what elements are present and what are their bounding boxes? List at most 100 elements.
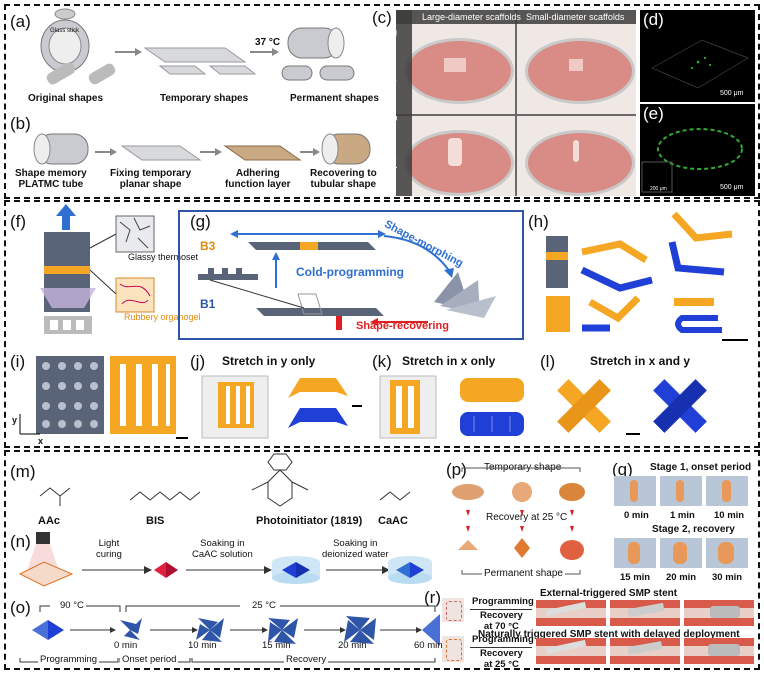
o-90-label: 90 °C [60, 600, 84, 611]
o-programming-label: Programming [38, 654, 100, 665]
panel-f-diagram [40, 204, 155, 334]
panel-o-label: (o) [10, 598, 31, 617]
panel-r-label: (r) [424, 588, 441, 607]
e-inset-scale-label: 200 μm [650, 186, 667, 192]
g-b3-label: B3 [200, 239, 216, 253]
panel-k-diagram [379, 375, 524, 439]
q-photo-5 [660, 538, 702, 568]
panel-i-label: (i) [10, 352, 26, 371]
panel-i-diagram [19, 356, 188, 439]
panel-a-label: (a) [10, 12, 31, 31]
panel-g-diagram [198, 230, 496, 330]
r-photo-6 [684, 638, 754, 664]
o-time-10: 10 min [188, 640, 217, 651]
r-nat-title: Naturally triggered SMP stent with delay… [478, 629, 740, 640]
g-recover-label: Shape-recovering [356, 320, 449, 332]
b-step3-label: Adhering function layer [225, 168, 291, 190]
o-recovery-label: Recovery [284, 654, 329, 665]
panel-l-diagram [557, 379, 707, 435]
o-time-15: 15 min [262, 640, 291, 651]
b-step4-label: Recovering to tubular shape [310, 168, 377, 190]
panel-k-label: (k) [372, 352, 392, 371]
g-b1-label: B1 [200, 297, 216, 311]
q-time-10: 10 min [714, 510, 745, 521]
r-stent-2 [442, 636, 464, 662]
panel-a-diagram [40, 8, 355, 85]
panel-n-label: (n) [10, 532, 31, 551]
q-photo-1 [614, 476, 656, 506]
panel-q-label: (q) [612, 460, 633, 479]
f-rubbery-label: Rubbery organogel [124, 312, 201, 322]
panel-b-diagram [33, 133, 371, 165]
q-photo-6 [706, 538, 748, 568]
r-ext-title: External-triggered SMP stent [540, 588, 678, 599]
k-title: Stretch in x only [402, 354, 496, 368]
r-photo-3 [684, 600, 754, 626]
m-caac-label: CaAC [378, 515, 408, 527]
panel-e-image [640, 104, 755, 196]
o-time-20: 20 min [338, 640, 367, 651]
l-title: Stretch in x and y [590, 354, 691, 368]
c-row2-label: Permanent shape [388, 115, 399, 187]
panel-c-label: (c) [372, 8, 392, 27]
c-row1-label: Temporary shape [387, 30, 398, 100]
c-photo-tr [517, 10, 636, 114]
c-photo-tl [396, 10, 515, 114]
r-photo-2 [610, 600, 680, 626]
q-stage1-label: Stage 1, onset period [650, 462, 752, 473]
r-photo-1 [536, 600, 606, 626]
o-25-label: 25 °C [252, 600, 276, 611]
p-recovery-label: Recovery at 25 °C [486, 512, 568, 523]
n-soak2-label: Soaking in deionized water [322, 538, 389, 560]
r-photo-5 [610, 638, 680, 664]
panel-b-label: (b) [10, 114, 31, 133]
q-photo-3 [706, 476, 748, 506]
panel-e-label: (e) [643, 104, 664, 123]
r-rec1-label: Recovery at 70 °C [480, 610, 523, 632]
m-photo-label: Photoinitiator (1819) [256, 515, 363, 527]
temp-37-label: 37 °C [255, 37, 281, 48]
e-scale-label: 500 μm [720, 184, 744, 191]
c-photo-bl [396, 116, 515, 196]
i-x-label: x [38, 436, 44, 446]
panel-c-photo-grid [396, 10, 636, 196]
q-stage2-label: Stage 2, recovery [652, 524, 735, 535]
p-perm-shape-label: Permanent shape [482, 568, 565, 579]
o-time-60: 60 min [414, 640, 443, 651]
c-photo-br [517, 116, 636, 196]
panel-j-diagram [201, 375, 362, 439]
r-prog1-label: Programming [472, 596, 534, 607]
o-onset-label: Onset period [120, 654, 179, 665]
panel-h-diagram [546, 211, 748, 341]
section-2-border [4, 200, 760, 448]
panel-g-label: (g) [190, 212, 211, 231]
section-3-border [4, 450, 760, 670]
q-time-20: 20 min [666, 572, 697, 583]
panel-h-label: (h) [528, 212, 549, 231]
glass-stick-label: Glass stick [50, 28, 80, 34]
m-bis-label: BIS [146, 515, 165, 527]
b-step1-label: Shape memory PLATMC tube [15, 168, 87, 190]
q-time-30: 30 min [712, 572, 743, 583]
r-photo-4 [536, 638, 606, 664]
panel-n-diagram [18, 532, 432, 587]
panel-m-structures [39, 453, 411, 507]
q-time-15: 15 min [620, 572, 651, 583]
original-shapes-label: Original shapes [28, 93, 104, 104]
g-cold-label: Cold-programming [296, 265, 404, 279]
r-prog2-label: Programming [472, 634, 534, 645]
m-aac-label: AAc [38, 515, 61, 527]
panel-d-label: (d) [643, 10, 664, 29]
n-light-label: Light curing [96, 538, 122, 560]
r-rec2-label: Recovery at 25 °C [480, 648, 523, 670]
panel-g-box [178, 210, 524, 340]
section-1-border [4, 4, 760, 199]
n-soak1-label: Soaking in CaAC solution [192, 538, 253, 560]
permanent-shapes-label: Permanent shapes [290, 93, 379, 104]
q-photo-4 [614, 538, 656, 568]
b-step2-label: Fixing temporary planar shape [110, 168, 192, 190]
c-col1-label: Large-diameter scaffolds [422, 12, 521, 22]
temporary-shapes-label: Temporary shapes [160, 93, 249, 104]
q-time-1: 1 min [670, 510, 695, 521]
